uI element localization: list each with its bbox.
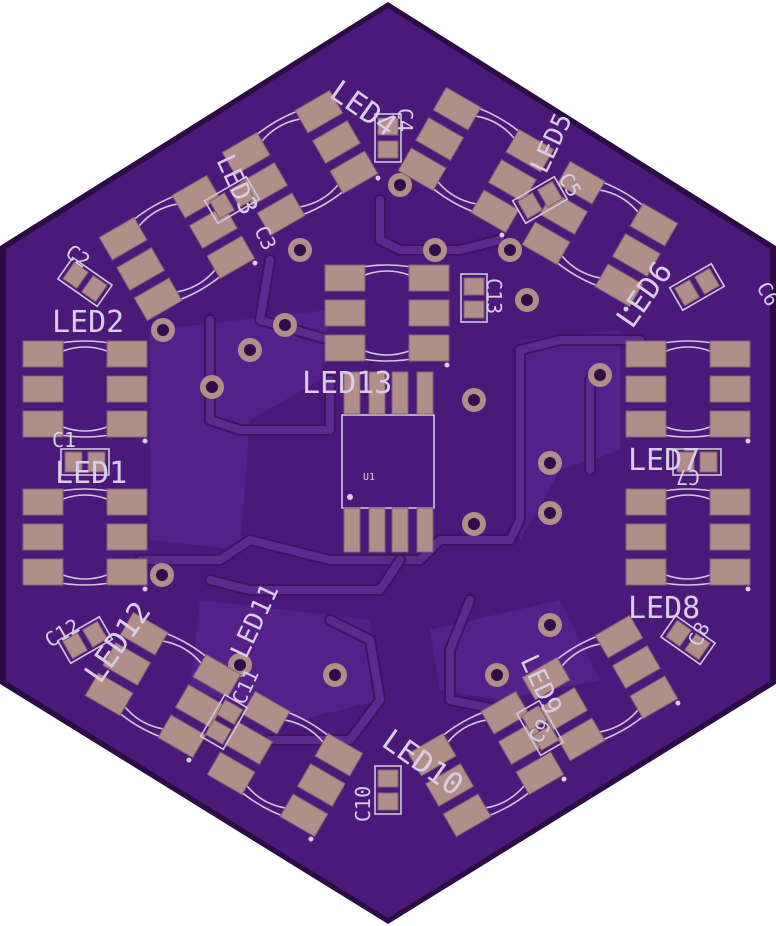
led-footprint-led9 — [521, 614, 681, 762]
via — [151, 318, 175, 342]
capacitor-footprint-c11 — [199, 693, 249, 751]
ic-u1: U1 — [341, 371, 435, 553]
via — [423, 238, 447, 262]
vias — [150, 173, 612, 687]
led8-label: LED8 — [628, 591, 700, 626]
led7-label: LED7 — [628, 443, 700, 478]
via — [462, 512, 486, 536]
capacitor-footprint-c9 — [515, 699, 565, 757]
led2-label: LED2 — [52, 305, 124, 340]
led-footprint-led4 — [221, 89, 381, 237]
ic-pin1-marker — [347, 494, 353, 500]
capacitor-footprints — [56, 113, 726, 815]
via — [515, 288, 539, 312]
via — [200, 375, 224, 399]
via — [323, 663, 347, 687]
led-footprint-led6 — [521, 160, 679, 312]
capacitor-footprint-c7 — [672, 448, 722, 476]
led-footprint-led8 — [625, 488, 751, 592]
capacitor-footprint-c3 — [203, 175, 261, 225]
via — [273, 313, 297, 337]
ic-label: U1 — [363, 472, 375, 483]
led-footprint-led13 — [324, 264, 450, 368]
via — [238, 338, 262, 362]
led-footprint-led3 — [98, 174, 258, 322]
capacitor-footprint-c13 — [460, 273, 488, 323]
via — [588, 363, 612, 387]
via — [150, 563, 174, 587]
led13-label: LED13 — [302, 366, 392, 401]
capacitor-footprint-c2 — [56, 256, 114, 308]
via — [388, 173, 412, 197]
capacitor-footprint-c5 — [511, 175, 569, 225]
led-footprint-led5 — [397, 86, 555, 238]
via — [538, 613, 562, 637]
c7-label: C7 — [676, 465, 700, 489]
capacitor-footprint-c1 — [60, 448, 110, 476]
via — [485, 663, 509, 687]
capacitor-footprint-c4 — [374, 113, 402, 163]
led-footprint-led7 — [625, 340, 751, 444]
via — [538, 451, 562, 475]
led-footprint-led1 — [22, 488, 148, 592]
led1-label: LED1 — [55, 456, 127, 491]
led-footprint-led10 — [407, 690, 567, 838]
via — [288, 238, 312, 262]
led-footprints — [22, 86, 751, 842]
via — [498, 238, 522, 262]
capacitor-footprint-c8 — [659, 614, 717, 666]
via — [538, 501, 562, 525]
capacitor-footprint-c6 — [668, 262, 726, 312]
capacitor-footprint-c12 — [56, 615, 114, 665]
c10-label: C10 — [351, 786, 375, 822]
c4-label: C4 — [393, 108, 417, 132]
via — [462, 388, 486, 412]
led-footprint-led2 — [22, 340, 148, 444]
c1-label: C1 — [52, 428, 76, 452]
c13-label: C13 — [482, 278, 506, 314]
capacitor-footprint-c10 — [374, 765, 402, 815]
led-footprint-led11 — [206, 690, 364, 842]
